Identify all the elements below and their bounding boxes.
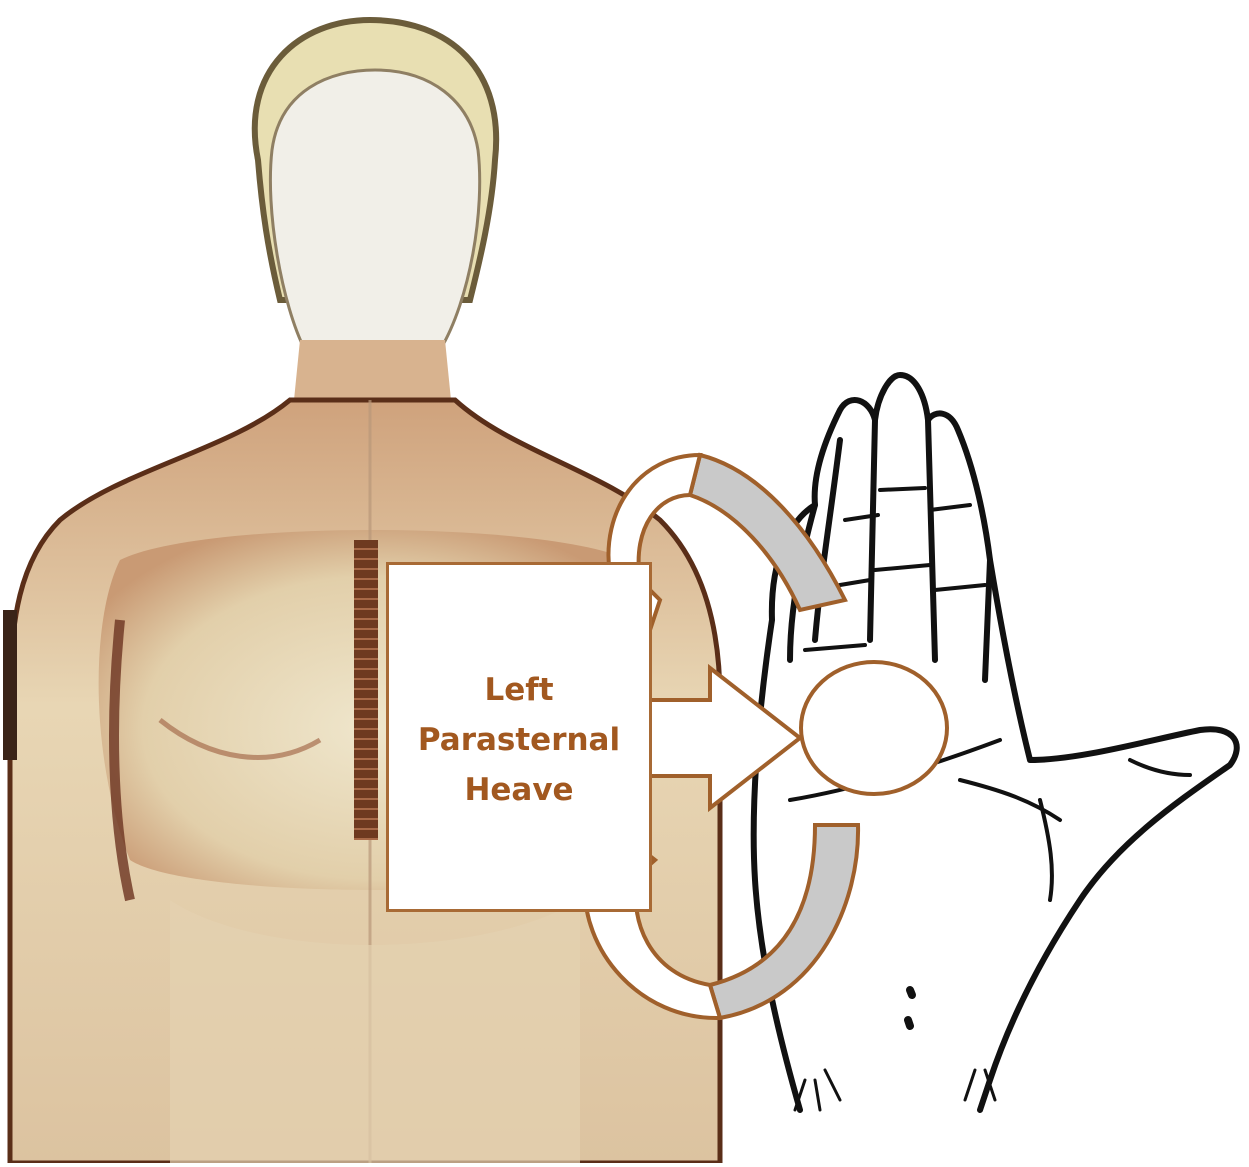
heave-label: Left Parasternal Heave [386, 665, 652, 815]
sternum-marker [354, 540, 378, 840]
palm-target-circle [801, 662, 947, 794]
label-line-left: Left [386, 665, 652, 715]
label-line-heave: Heave [386, 765, 652, 815]
label-line-parasternal: Parasternal [386, 715, 652, 765]
